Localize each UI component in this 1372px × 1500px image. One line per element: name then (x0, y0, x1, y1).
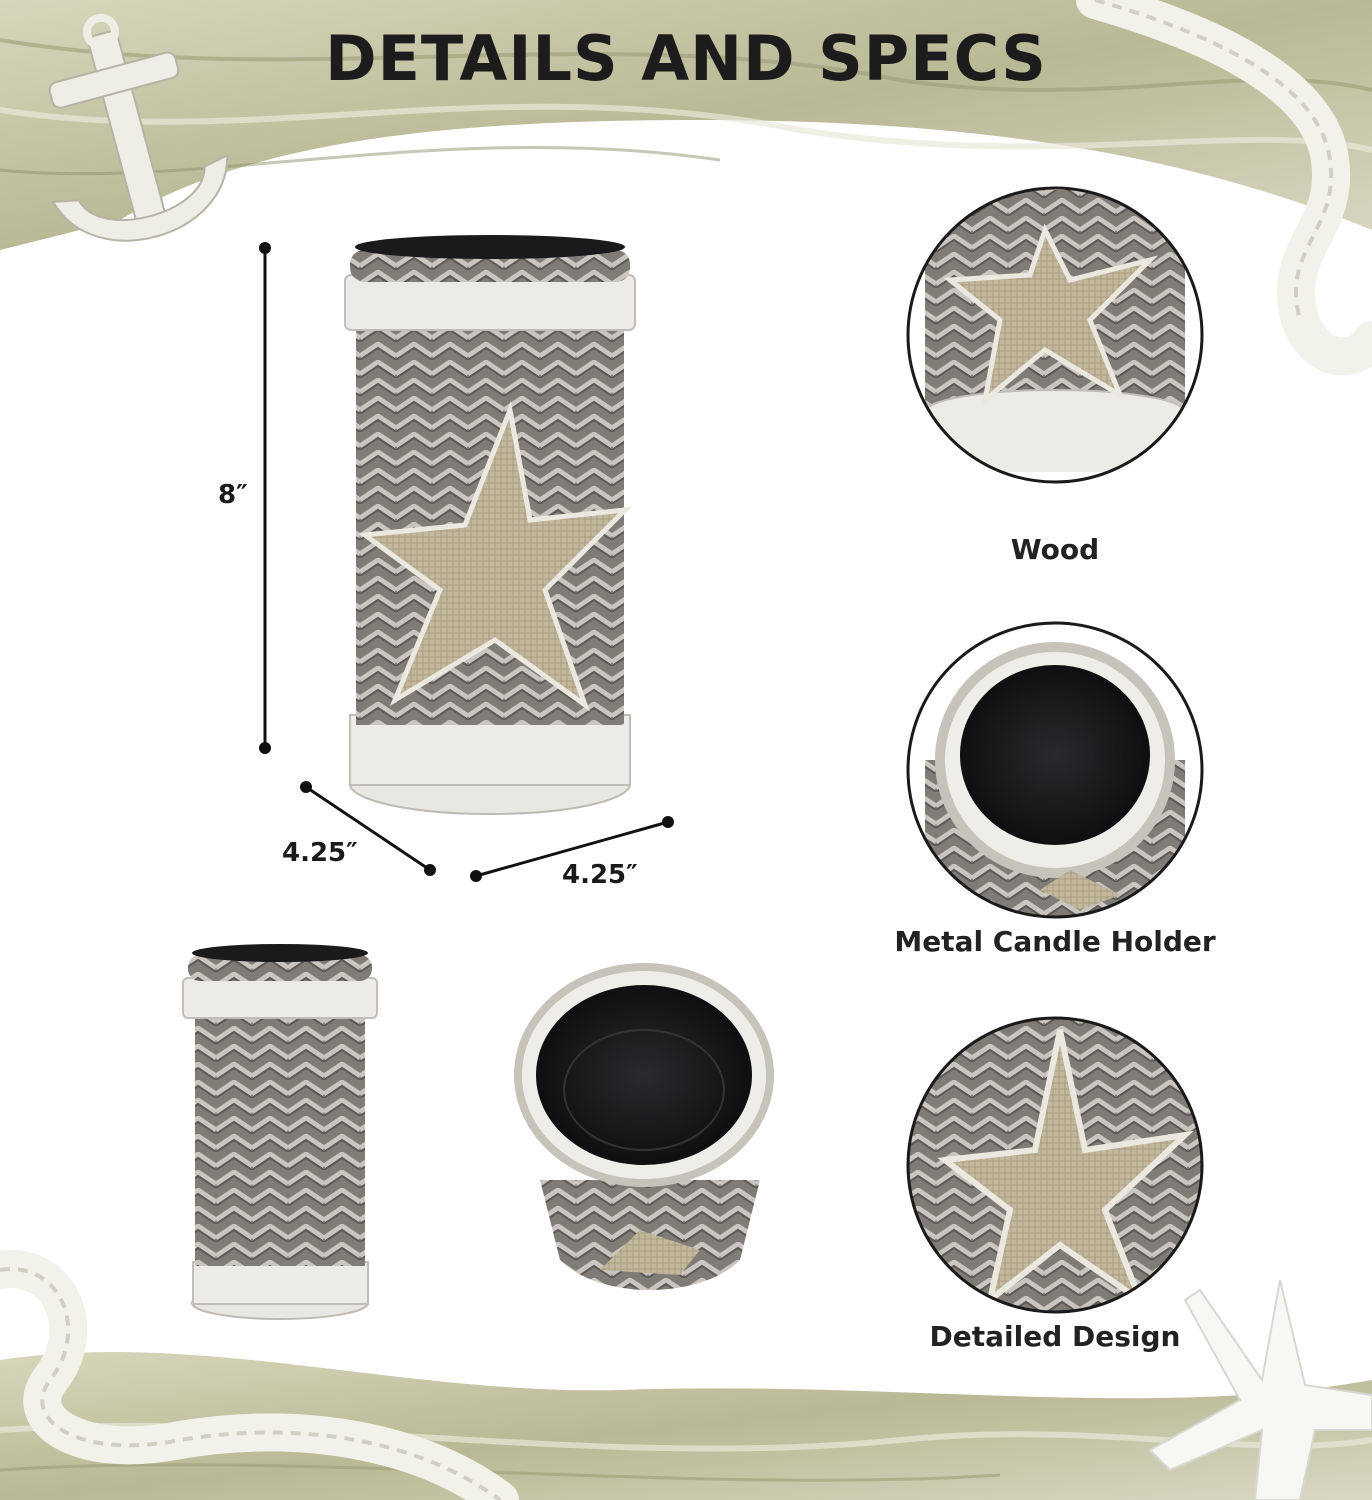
feature-caption-detailed-design: Detailed Design (929, 1320, 1181, 1353)
main-candle-holder-image (344, 235, 636, 815)
depth-dimension-label: 4.25″ (282, 838, 358, 868)
side-view-candle-holder-image (182, 944, 378, 1320)
anchor-decoration (48, 13, 229, 242)
marble-top-band (0, 0, 1372, 250)
metal-detail-circle (906, 621, 1204, 919)
depth-dimension-line (300, 781, 436, 876)
top-view-candle-holder-image (514, 963, 774, 1290)
design-detail-circle (906, 1016, 1204, 1314)
rope-bottom-left-decoration (0, 1250, 519, 1500)
wood-detail-circle (906, 186, 1204, 484)
height-dimension-label: 8″ (218, 480, 248, 510)
width-dimension-line (470, 816, 674, 882)
height-dimension-line (259, 242, 271, 754)
feature-caption-wood: Wood (1010, 533, 1100, 566)
feature-caption-metal-candle-holder: Metal Candle Holder (894, 925, 1216, 958)
page-title: DETAILS AND SPECS (325, 22, 1047, 95)
starfish-decoration (1148, 1279, 1372, 1500)
width-dimension-label: 4.25″ (562, 860, 638, 890)
